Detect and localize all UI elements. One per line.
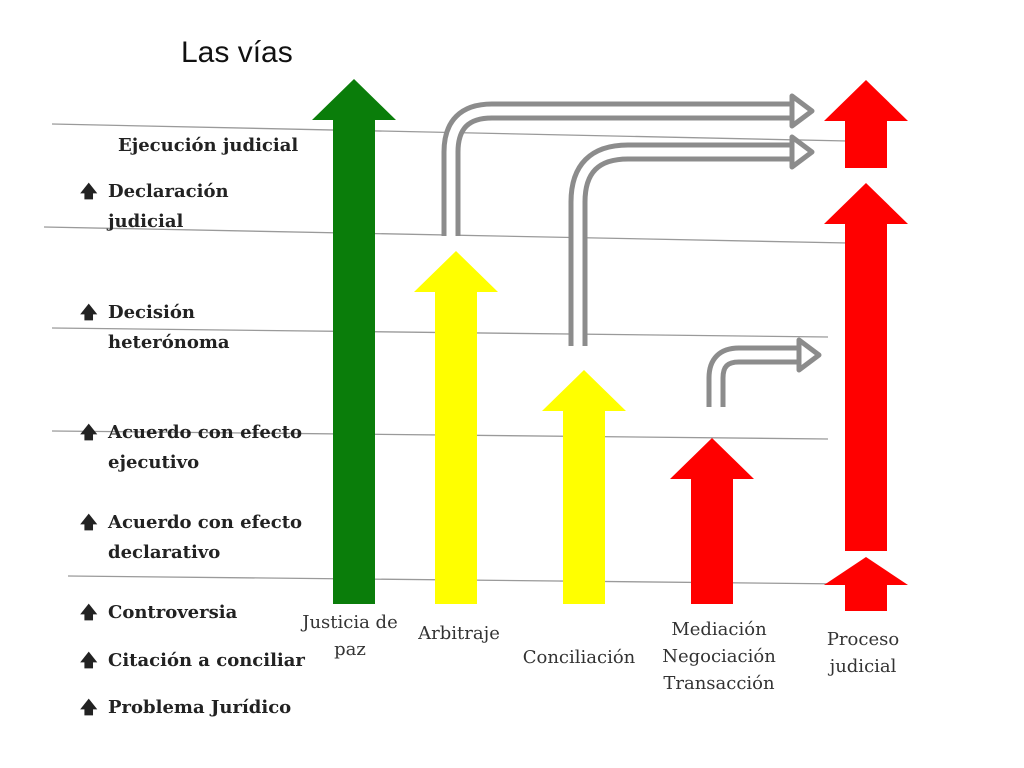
connector-head: [789, 93, 815, 129]
page-title: Las vías: [181, 36, 293, 69]
level-ejecucion-judicial: Ejecución judicial: [80, 131, 298, 161]
arrow-proceso-judicial-middle: [824, 183, 908, 551]
connector-core: [573, 147, 795, 346]
arrow-mediacion: [670, 438, 754, 604]
level-bullet-icon: 🡅: [80, 303, 98, 323]
level-label: Controversia: [108, 602, 238, 623]
caption-proceso-judicial: Proceso judicial: [826, 629, 900, 677]
arrow-proceso-judicial-top: [824, 80, 908, 168]
connector-conciliacion: [568, 142, 795, 346]
level-label: Citación a conciliar: [108, 650, 305, 671]
level-bullet-icon: 🡅: [80, 603, 98, 623]
level-problema-juridico: 🡅 Problema Jurídico: [80, 693, 291, 723]
level-bullet-icon: 🡅: [80, 698, 98, 718]
arrow-arbitraje: [414, 251, 498, 604]
level-controversia: 🡅 Controversia: [80, 598, 237, 628]
caption-mediacion: Mediación Negociación Transacción: [662, 619, 776, 694]
arrow-conciliacion: [542, 370, 626, 604]
level-bullet-icon: 🡅: [80, 513, 98, 533]
caption-justicia-de-paz: Justicia de paz: [302, 612, 398, 660]
level-label: Ejecución judicial: [118, 135, 299, 156]
connector-heads: [789, 93, 822, 373]
connectors: [441, 101, 800, 407]
connector-mediacion: [706, 345, 800, 407]
connector-head: [789, 134, 815, 170]
arrow-justicia-de-paz: [312, 79, 396, 604]
level-citacion-a-conciliar: 🡅 Citación a conciliar: [80, 646, 305, 676]
connector-core: [446, 106, 795, 236]
connector-head: [796, 337, 822, 373]
caption-conciliacion: Conciliación: [522, 647, 636, 668]
level-label: Problema Jurídico: [108, 697, 292, 718]
connector-core: [711, 350, 800, 407]
level-bullet-icon: 🡅: [80, 182, 98, 202]
connector-arbitraje: [441, 101, 795, 236]
arrow-proceso-judicial-bottom: [824, 557, 908, 611]
caption-arbitraje: Arbitraje: [418, 623, 500, 644]
level-bullet-icon: 🡅: [80, 651, 98, 671]
level-bullet-icon: 🡅: [80, 423, 98, 443]
